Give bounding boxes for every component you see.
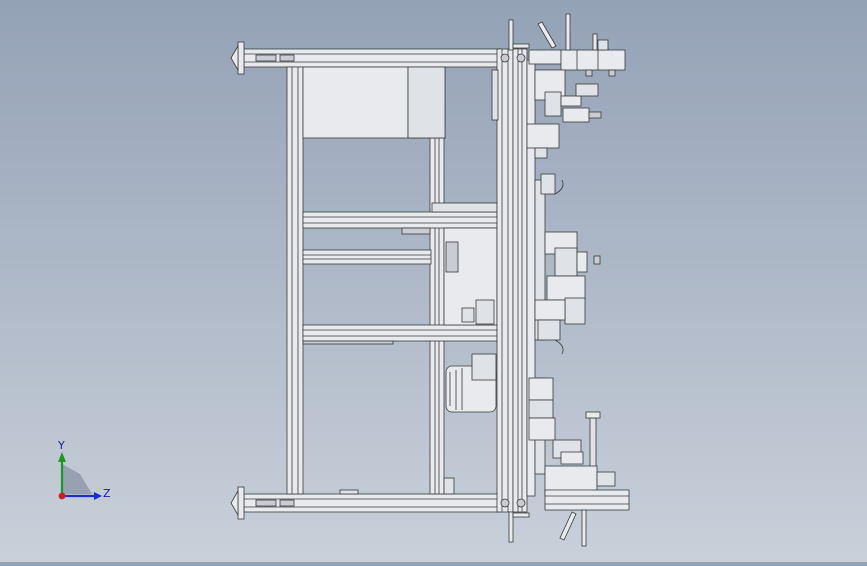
- left-vertical-post: [286, 66, 304, 495]
- z-axis-label: Z: [103, 487, 111, 500]
- upper-cylinder-group: [526, 69, 602, 159]
- middle-tooling-station: [534, 173, 601, 355]
- top-left-foot: [230, 41, 245, 75]
- top-tooling-station: [528, 13, 626, 77]
- cross-beam-lower: [302, 324, 498, 345]
- gearbox-housing: [401, 202, 498, 326]
- rail-top-bracket: [500, 19, 530, 63]
- cross-beam-middle: [302, 249, 432, 265]
- triad-sector-shape: [62, 464, 92, 494]
- bottom-frame-beam: [243, 493, 501, 513]
- top-frame-beam: [243, 48, 501, 68]
- drive-motor: [339, 353, 497, 495]
- rail-bottom-bracket: [500, 498, 530, 543]
- z-axis-arrow: [62, 492, 102, 500]
- y-axis-arrow: [58, 452, 66, 496]
- x-axis-point: [58, 492, 66, 500]
- y-axis-label: Y: [57, 439, 65, 452]
- cross-beam-upper: [302, 211, 498, 229]
- bottom-left-foot: [230, 486, 245, 520]
- lower-tooling-station: [528, 377, 630, 547]
- inner-vertical-post: [429, 137, 445, 495]
- control-cabinet: [302, 66, 446, 139]
- main-vertical-rail: [491, 48, 528, 513]
- orientation-triad: Y Z: [57, 439, 111, 500]
